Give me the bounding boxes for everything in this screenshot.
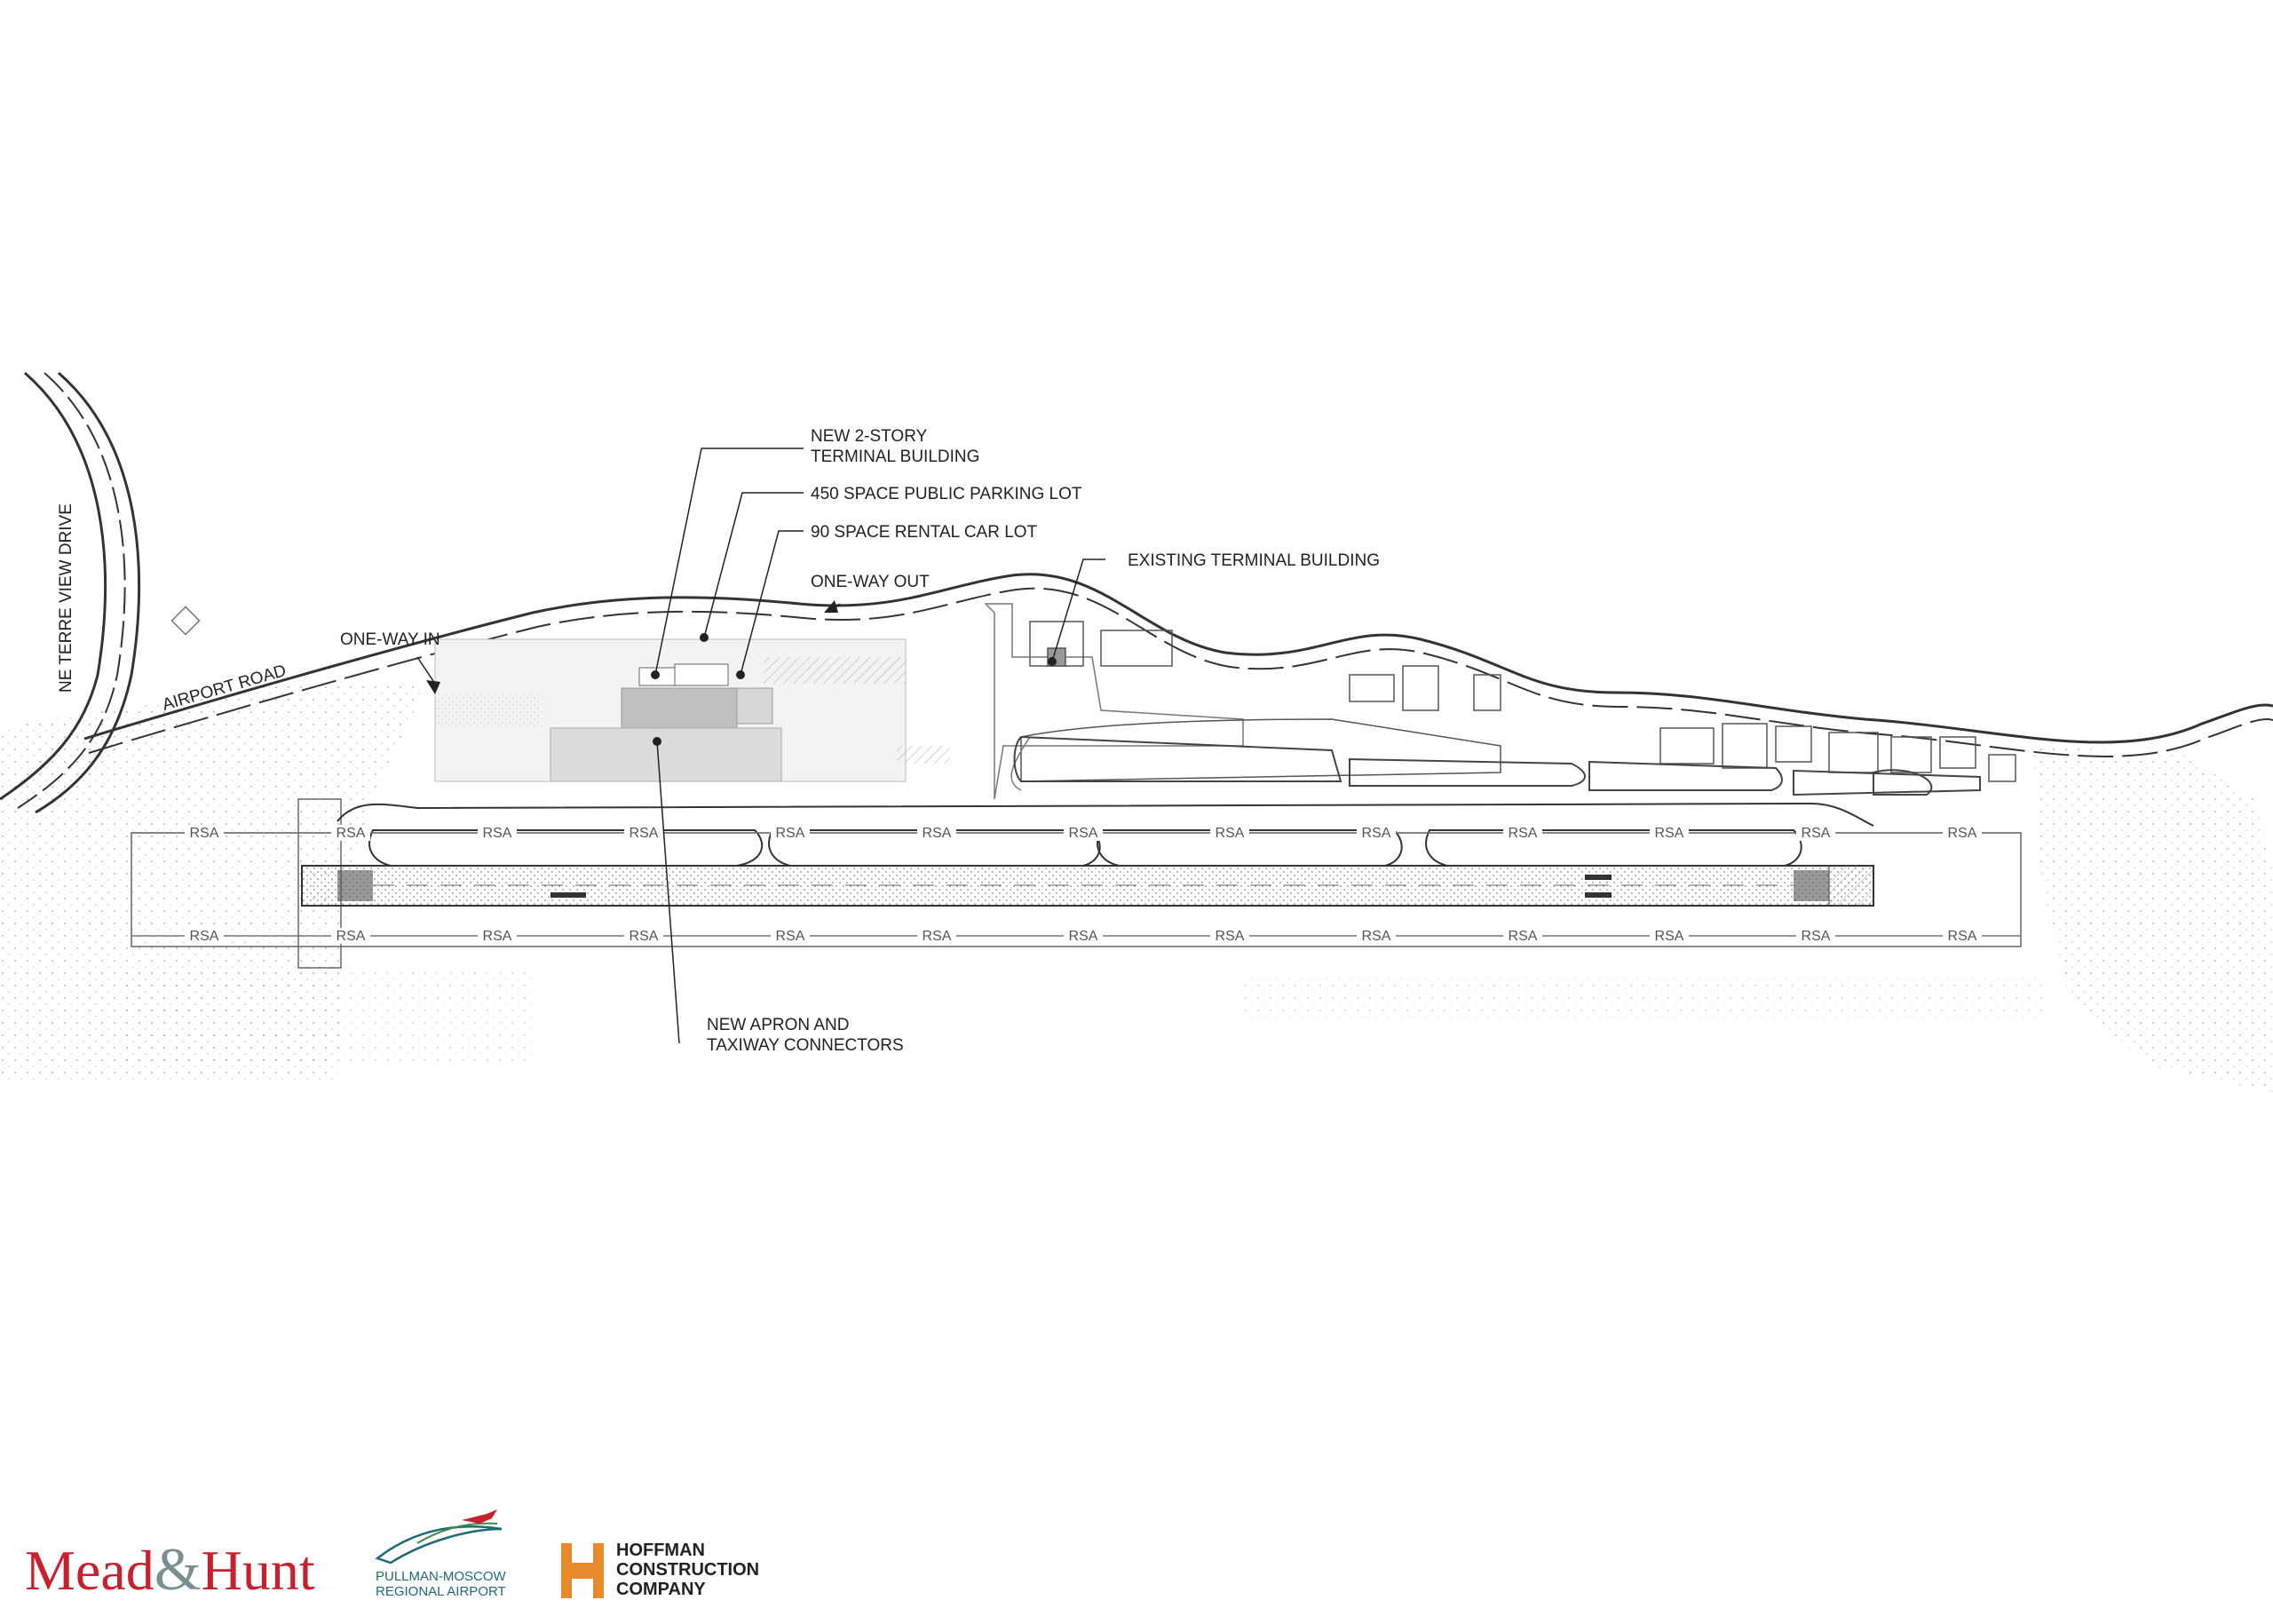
- rsa-label-bg: [1503, 825, 1542, 841]
- airplane-icon: [462, 1509, 497, 1524]
- terrain-stipple: [0, 684, 2273, 1092]
- rsa-label-top-5: RSA: [923, 826, 952, 841]
- rsa-label-top-10: RSA: [1655, 826, 1684, 841]
- rsa-label-bg: [1943, 825, 1982, 841]
- callout-parking: 450 SPACE PUBLIC PARKING LOT: [811, 485, 1082, 503]
- rsa-label-bottom-1: RSA: [337, 929, 366, 944]
- rsa-label-top-1: RSA: [337, 826, 366, 841]
- callout-one-way-out: ONE-WAY OUT: [811, 573, 930, 591]
- rsa-label-bg: [331, 928, 370, 944]
- callout-markers: [426, 600, 1057, 746]
- rsa-label-bg: [478, 928, 517, 944]
- rsa-label-bg: [331, 825, 370, 841]
- airport-road: [83, 573, 2273, 757]
- rsa-label-bg: [1357, 825, 1396, 841]
- callout-apron-line2: TAXIWAY CONNECTORS: [707, 1036, 904, 1055]
- rsa-label-top-8: RSA: [1362, 826, 1391, 841]
- rsa-label-bg: [1796, 928, 1835, 944]
- mead-hunt-logo-text: Mead&Hunt: [25, 1535, 315, 1603]
- rsa-label-bg: [185, 928, 224, 944]
- hoffman-logo-line1: HOFFMAN: [616, 1541, 705, 1560]
- pullman-logo-line2: REGIONAL AIRPORT: [376, 1584, 506, 1599]
- rsa-label-bottom-11: RSA: [1802, 929, 1831, 944]
- arrow-down-icon: [426, 680, 440, 694]
- rsa-label-bottom-2: RSA: [483, 929, 512, 944]
- arrow-up-icon: [824, 600, 838, 613]
- rsa-label-bottom-5: RSA: [923, 929, 952, 944]
- new-terminal-area: [434, 638, 950, 782]
- rsa-label-bottom-9: RSA: [1509, 929, 1538, 944]
- rsa-label-bg: [185, 825, 224, 841]
- rsa-label-bg: [1210, 825, 1249, 841]
- callout-apron-line1: NEW APRON AND: [707, 1016, 849, 1034]
- callout-rental: 90 SPACE RENTAL CAR LOT: [811, 523, 1038, 542]
- pullman-moscow-logo: PULLMAN-MOSCOW REGIONAL AIRPORT: [375, 1509, 507, 1599]
- rsa-label-bg: [1064, 928, 1103, 944]
- rsa-label-bg: [624, 928, 663, 944]
- callout-existing-terminal: EXISTING TERMINAL BUILDING: [1128, 551, 1380, 570]
- hoffman-logo-line2: CONSTRUCTION: [616, 1560, 759, 1580]
- rsa-label-bg: [624, 825, 663, 841]
- rsa-label-top-4: RSA: [776, 826, 805, 841]
- rsa-labels: RSA RSA RSA RSA RSA RSA RSA RSA RSA RSA RSA RSA RSA R…: [185, 825, 1982, 944]
- rsa-label-top-2: RSA: [483, 826, 512, 841]
- parallel-taxiway: [337, 802, 1874, 867]
- rsa-label-bg: [771, 928, 810, 944]
- rsa-label-bg: [1503, 928, 1542, 944]
- rsa-label-top-6: RSA: [1069, 826, 1098, 841]
- rsa-label-top-3: RSA: [630, 826, 659, 841]
- rsa-label-top-9: RSA: [1509, 826, 1538, 841]
- hoffman-logo: HOFFMAN CONSTRUCTION COMPANY: [561, 1541, 759, 1599]
- rsa-label-bottom-0: RSA: [190, 929, 219, 944]
- rsa-label-top-7: RSA: [1216, 826, 1245, 841]
- rsa-label-bottom-12: RSA: [1948, 929, 1977, 944]
- runway: [301, 865, 1874, 907]
- rsa-label-bg: [478, 825, 517, 841]
- rsa-label-bg: [1650, 928, 1689, 944]
- pullman-logo-line1: PULLMAN-MOSCOW: [376, 1569, 507, 1584]
- rsa-label-bg: [1210, 928, 1249, 944]
- rsa-label-bg: [1796, 825, 1835, 841]
- rsa-label-top-11: RSA: [1802, 826, 1831, 841]
- rsa-label-bg: [1650, 825, 1689, 841]
- existing-terminal-area: [984, 603, 1501, 800]
- callout-terminal-new-line1: NEW 2-STORY: [811, 427, 928, 446]
- rsa-label-bottom-4: RSA: [776, 929, 805, 944]
- taxiway-islands: [1013, 735, 1981, 796]
- rsa-label-bg: [1064, 825, 1103, 841]
- rsa-label-bottom-8: RSA: [1362, 929, 1391, 944]
- rsa-label-bottom-6: RSA: [1069, 929, 1098, 944]
- callout-terminal-new-line2: TERMINAL BUILDING: [811, 448, 979, 466]
- hoffman-logo-line3: COMPANY: [616, 1580, 706, 1599]
- hoffman-h-icon: [561, 1543, 604, 1598]
- rsa-label-bottom-7: RSA: [1216, 929, 1245, 944]
- terre-view-road: [0, 371, 141, 814]
- rsa-label-bottom-3: RSA: [630, 929, 659, 944]
- rsa-label-bg: [1357, 928, 1396, 944]
- rsa-label-bottom-10: RSA: [1655, 929, 1684, 944]
- rsa-label-top-0: RSA: [190, 826, 219, 841]
- rsa-label-top-12: RSA: [1948, 826, 1977, 841]
- terre-view-label: NE TERRE VIEW DRIVE: [57, 503, 75, 693]
- mead-hunt-logo: Mead&Hunt: [25, 1535, 315, 1603]
- rsa-label-bg: [1943, 928, 1982, 944]
- callout-one-way-in: ONE-WAY IN: [340, 630, 440, 649]
- rsa-label-bg: [917, 928, 956, 944]
- rsa-label-bg: [771, 825, 810, 841]
- rsa-label-bg: [917, 825, 956, 841]
